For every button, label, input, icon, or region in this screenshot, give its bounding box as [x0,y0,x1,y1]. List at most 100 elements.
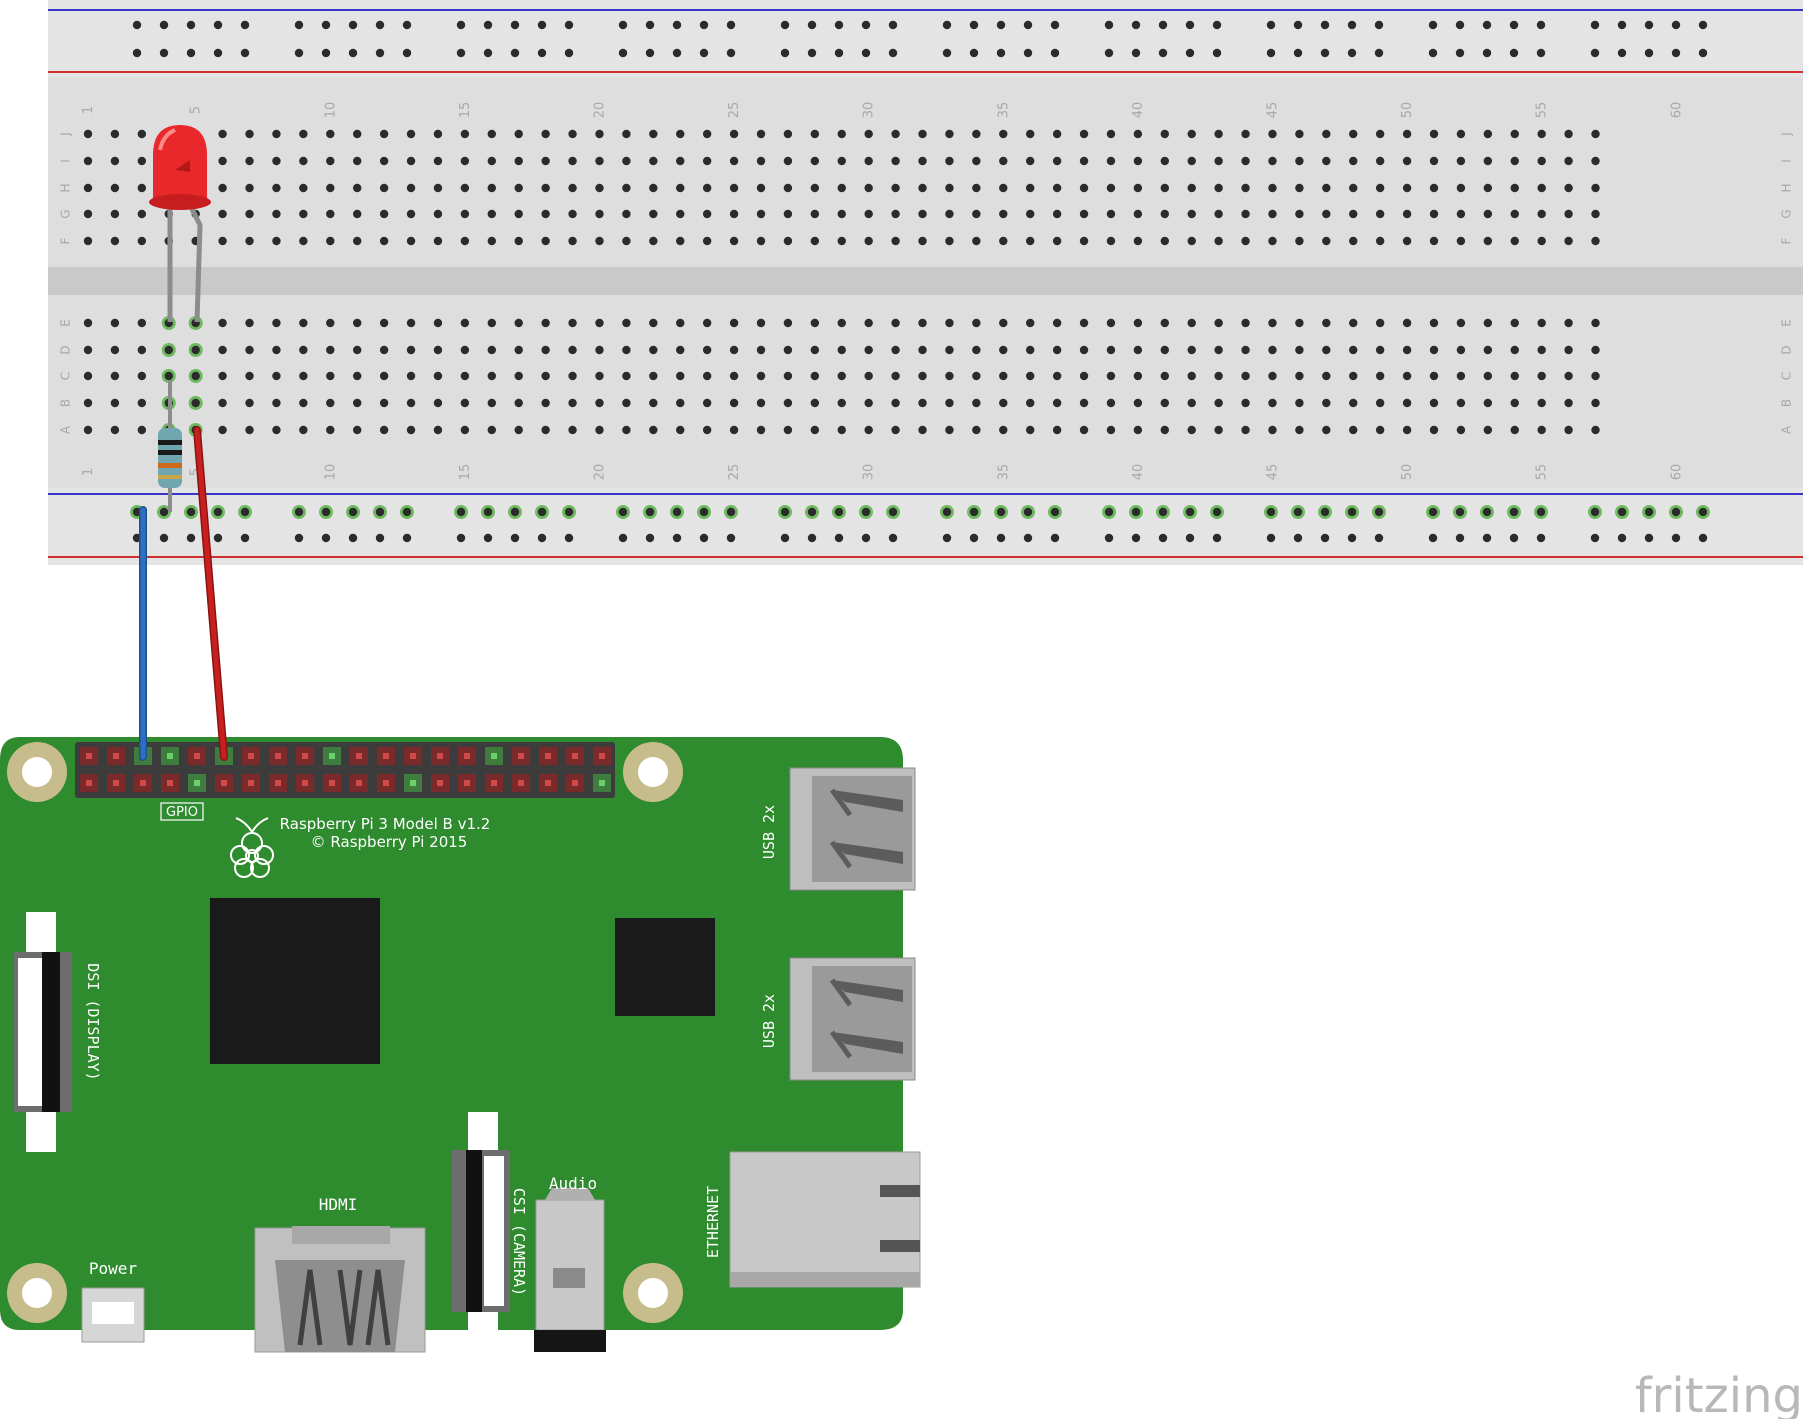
rail-hole [780,20,790,30]
breadboard-hole [164,371,173,381]
breadboard-hole [460,209,470,219]
breadboard-hole [83,236,93,246]
breadboard-hole [1052,183,1062,193]
breadboard-hole [1160,129,1170,139]
breadboard-hole [541,209,550,219]
breadboard-hole [1052,345,1062,355]
rail-hole [564,507,574,517]
breadboard-hole [1402,318,1412,328]
breadboard-hole [272,425,281,435]
rail-hole [1536,20,1546,30]
breadboard-hole [1079,236,1089,246]
breadboard-holes [83,20,1710,543]
breadboard-hole [1187,156,1196,166]
breadboard-hole [379,209,389,219]
rail-hole [1347,507,1357,517]
rail-hole [240,507,250,517]
breadboard-hole [1295,209,1304,219]
rail-hole [375,48,385,58]
row-letter-label: D [59,345,73,354]
breadboard-hole [1214,236,1223,246]
breadboard-hole [1295,236,1304,246]
breadboard-hole [864,129,873,139]
breadboard-hole [1214,129,1223,139]
breadboard-hole [379,129,389,139]
breadboard-hole [137,236,147,246]
breadboard-hole [379,425,389,435]
rail-hole [402,507,412,517]
rail-hole [510,48,520,58]
breadboard-hole [702,345,712,355]
rail-hole [456,48,466,58]
rail-hole [1293,20,1303,30]
breadboard-hole [918,318,927,328]
breadboard-hole [1402,398,1412,408]
rail-hole [564,20,574,30]
rail-hole [942,20,952,30]
rail-hole [969,533,979,543]
breadboard-hole [1295,318,1304,328]
breadboard-hole [487,398,496,408]
rail-hole [1158,507,1168,517]
rail-hole [294,20,304,30]
breadboard-hole [810,318,820,328]
breadboard-hole [1483,371,1493,381]
breadboard-hole [1214,398,1223,408]
breadboard-hole [326,318,335,328]
rail-hole [996,48,1006,58]
breadboard-hole [568,236,577,246]
rail-hole [1266,20,1276,30]
breadboard-hole [1187,425,1196,435]
breadboard-hole [1268,236,1277,246]
column-number-label: 55 [1535,464,1550,481]
breadboard-hole [1187,183,1196,193]
breadboard-hole [837,425,846,435]
breadboard-hole [972,318,981,328]
breadboard-hole [1052,318,1062,328]
breadboard-hole [1187,345,1196,355]
breadboard-hole [783,371,793,381]
breadboard-hole [218,183,227,193]
breadboard-hole [1052,129,1062,139]
breadboard-hole [110,209,120,219]
breadboard-hole [783,345,793,355]
rail-hole [1698,20,1708,30]
rail-hole [861,20,871,30]
breadboard-hole [1214,156,1223,166]
breadboard-hole [460,371,470,381]
breadboard-hole [299,318,308,328]
breadboard-hole [299,209,308,219]
column-number-label: 5 [189,468,204,476]
breadboard-hole [514,371,523,381]
breadboard-hole [891,183,900,193]
breadboard-hole [918,183,927,193]
breadboard-hole [1187,129,1196,139]
breadboard-hole [810,398,820,408]
power-port [81,1287,145,1343]
breadboard-hole [433,236,443,246]
breadboard-hole [729,318,739,328]
breadboard-hole [1537,318,1546,328]
breadboard-hole [945,156,954,166]
breadboard-hole [1456,318,1466,328]
breadboard-hole [1591,345,1600,355]
breadboard-hole [353,209,362,219]
breadboard-hole [1106,425,1116,435]
rail-hole [1644,507,1654,517]
column-number-label: 20 [592,464,607,481]
breadboard-hole [487,129,496,139]
rail-hole [1266,48,1276,58]
breadboard-hole [1160,425,1170,435]
breadboard-hole [245,156,254,166]
breadboard-hole [433,398,443,408]
breadboard-hole [514,156,523,166]
breadboard-hole [1591,425,1600,435]
breadboard-hole [326,371,335,381]
breadboard-hole [1564,236,1573,246]
usb-bottom-label: USB 2x [760,994,778,1048]
rail-hole [672,20,682,30]
breadboard-hole [837,236,846,246]
column-number-label: 30 [862,102,877,119]
breadboard-hole [110,236,120,246]
breadboard-hole [406,129,416,139]
